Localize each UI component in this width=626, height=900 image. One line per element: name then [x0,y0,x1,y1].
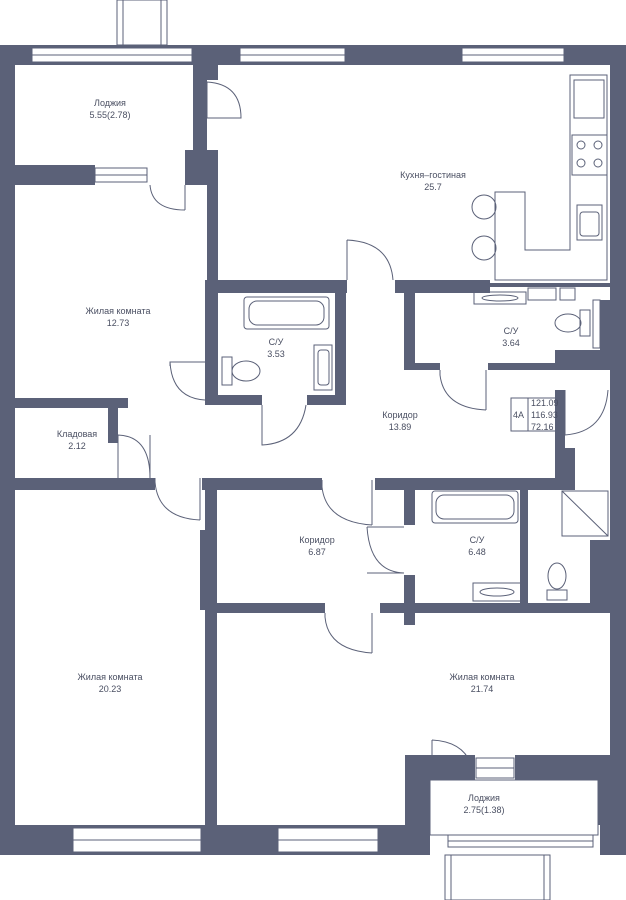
room-area-living-3: 21.74 [471,684,494,694]
area-living: 72.16 [531,422,554,432]
room-area-living-2: 20.23 [99,684,122,694]
room-area-loggia-bottom: 2.75(1.38) [463,805,504,815]
room-area-bath-1: 3.53 [267,349,285,359]
room-area-bath-3: 6.48 [468,547,486,557]
room-name-bath-2: С/У [504,326,519,336]
room-area-corridor-2: 6.87 [308,547,326,557]
room-name-living-3: Жилая комната [449,672,514,682]
room-name-storage: Кладовая [57,429,97,439]
room-area-living-1: 12.73 [107,318,130,328]
room-area-storage: 2.12 [68,441,86,451]
room-area-corridor-1: 13.89 [389,422,412,432]
room-name-loggia-bottom: Лоджия [468,793,500,803]
room-labels: Лоджия 5.55(2.78) Кухня–гостиная 25.7 Жи… [57,98,520,815]
doors [117,81,609,781]
room-name-bath-1: С/У [269,337,284,347]
area-total: 121.09 [531,398,559,408]
room-name-living-1: Жилая комната [85,306,150,316]
room-name-bath-3: С/У [470,535,485,545]
room-name-corridor-2: Коридор [299,535,335,545]
apartment-type: 4А [513,410,524,420]
fixtures [221,74,609,602]
room-name-kitchen: Кухня–гостиная [400,170,466,180]
room-area-loggia-top: 5.55(2.78) [89,110,130,120]
windows [31,0,599,900]
room-name-loggia-top: Лоджия [94,98,126,108]
room-name-living-2: Жилая комната [77,672,142,682]
room-area-kitchen: 25.7 [424,182,442,192]
walls [0,45,626,855]
apartment-info-table: 4А 121.09 116.93 72.16 [510,397,560,432]
room-area-bath-2: 3.64 [502,338,520,348]
room-name-corridor-1: Коридор [382,410,418,420]
area-without-loggia: 116.93 [531,410,558,420]
